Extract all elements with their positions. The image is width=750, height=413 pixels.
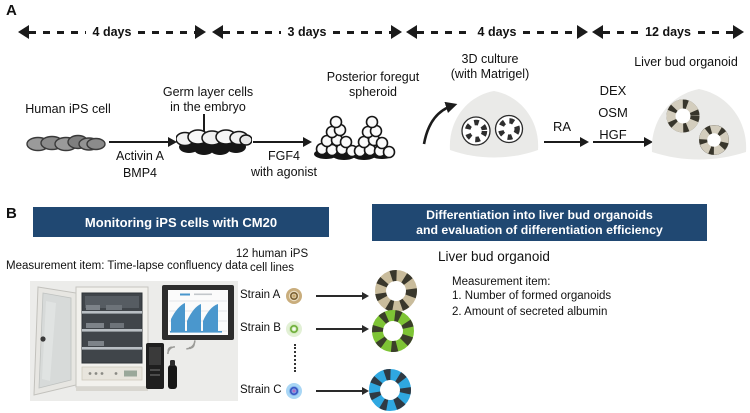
matrigel-dome-illustration <box>449 91 539 158</box>
arrow4-factor-3: HGF <box>599 127 627 142</box>
monitoring-banner-text: Monitoring iPS cells with CM20 <box>84 214 278 230</box>
wifi-icon <box>167 346 176 355</box>
timeline-segment-4: 12 days <box>592 24 744 40</box>
stage-spheroid-line1: Posterior foregut <box>326 70 420 84</box>
stage-spheroid-label: Posterior foregut spheroid <box>320 70 426 99</box>
timeline-segment-1: 4 days <box>18 24 207 40</box>
arrowhead-left-icon <box>18 25 29 39</box>
organoid-ring-strain-b <box>372 310 414 352</box>
germ-layer-pointer-line <box>203 114 205 135</box>
strain-c-cell-icon <box>286 383 302 399</box>
strain-c-arrow <box>316 387 369 394</box>
cell-lines-caption: 12 human iPS cell lines <box>232 248 312 275</box>
arrow1-factor-1: Activin A <box>116 149 164 163</box>
strain-a-label: Strain A <box>240 289 281 301</box>
measurement-left-caption: Measurement item: Time-lapse confluency … <box>6 260 248 272</box>
timeline-segment-3: 4 days <box>406 24 589 40</box>
measurement-right-item-1: 1. Number of formed organoids <box>452 290 612 302</box>
strain-c-label: Strain C <box>240 384 282 396</box>
reaction-arrow-3 <box>544 136 589 148</box>
panel-a-label: A <box>6 2 17 19</box>
arrowhead-left-icon <box>406 25 417 39</box>
reaction-arrow-1 <box>109 136 177 148</box>
measurement-right-item-2: 2. Amount of secreted albumin <box>452 306 608 318</box>
differentiation-banner-line1: Differentiation into liver bud organoids <box>426 207 653 222</box>
human-ips-cell-illustration <box>26 134 106 152</box>
stage-3d-culture-line2: (with Matrigel) <box>450 66 530 81</box>
strain-b-label: Strain B <box>240 322 281 334</box>
dashed-line <box>523 30 578 34</box>
strain-a-arrow <box>316 292 369 299</box>
stage-liver-bud-label: Liver bud organoid <box>634 55 738 69</box>
stage-germ-layer-label: Germ layer cells in the embryo <box>156 85 260 114</box>
measurement-right-title: Measurement item: <box>452 276 551 288</box>
arrow2-factor-2: with agonist <box>250 165 317 179</box>
arrowhead-right-icon <box>577 25 589 39</box>
arrow4-factors: DEX OSM HGF <box>585 80 641 146</box>
differentiation-banner: Differentiation into liver bud organoids… <box>372 204 707 241</box>
arrow2-factor-1: FGF4 <box>268 149 300 163</box>
timeline-duration: 4 days <box>477 25 517 39</box>
cell-lines-line1: 12 human iPS <box>235 248 309 260</box>
stage-spheroid-line2: spheroid <box>349 84 397 99</box>
panel-b-label: B <box>6 205 17 222</box>
stage-germ-layer-line2: in the embryo <box>170 99 246 114</box>
arrow4-factor-2: OSM <box>598 105 628 120</box>
stage-3d-culture-line1: 3D culture <box>461 52 519 66</box>
posterior-foregut-spheroid-illustration <box>314 115 396 160</box>
dashed-line <box>223 30 281 34</box>
cell-lines-line2: cell lines <box>249 261 295 274</box>
stage-germ-layer-line1: Germ layer cells <box>162 85 254 99</box>
dashed-line <box>603 30 639 34</box>
monitoring-banner: Monitoring iPS cells with CM20 <box>33 207 329 237</box>
timeline-duration: 12 days <box>645 25 691 39</box>
dashed-line <box>333 30 392 34</box>
strain-b-arrow <box>316 325 369 332</box>
reaction-arrow-2 <box>253 136 312 148</box>
organoid-ring-strain-c <box>369 369 411 411</box>
timeline-segment-2: 3 days <box>212 24 403 40</box>
cm20-incubator-photo <box>30 281 238 401</box>
dashed-line <box>417 30 471 34</box>
arrow3-factor: RA <box>552 119 572 134</box>
ellipsis-dotted-line <box>294 344 296 372</box>
liver-bud-organoid-heading: Liver bud organoid <box>438 249 550 264</box>
strain-a-cell-icon <box>286 288 302 304</box>
timeline-duration: 3 days <box>287 25 327 39</box>
arrowhead-right-icon <box>195 25 207 39</box>
arrowhead-right-icon <box>391 25 403 39</box>
dashed-line <box>29 30 86 34</box>
arrowhead-left-icon <box>212 25 223 39</box>
stage-3d-culture-label: 3D culture (with Matrigel) <box>440 52 540 81</box>
arrow4-factor-1: DEX <box>599 83 627 98</box>
arrowhead-left-icon <box>592 25 603 39</box>
organoid-ring-strain-a <box>375 270 417 312</box>
differentiation-banner-line2: and evaluation of differentiation effici… <box>416 222 663 237</box>
germ-layer-cells-illustration <box>176 129 252 155</box>
dashed-line <box>138 30 196 34</box>
arrow1-factor-2: BMP4 <box>122 166 158 180</box>
curved-arrow <box>422 101 458 145</box>
timeline-duration: 4 days <box>92 25 132 39</box>
strain-b-cell-icon <box>286 321 302 337</box>
arrowhead-right-icon <box>733 25 744 39</box>
dashed-line <box>697 30 733 34</box>
liver-bud-dome-illustration <box>651 89 747 160</box>
stage-human-ips-label: Human iPS cell <box>25 102 111 116</box>
reaction-arrow-4 <box>593 136 653 148</box>
